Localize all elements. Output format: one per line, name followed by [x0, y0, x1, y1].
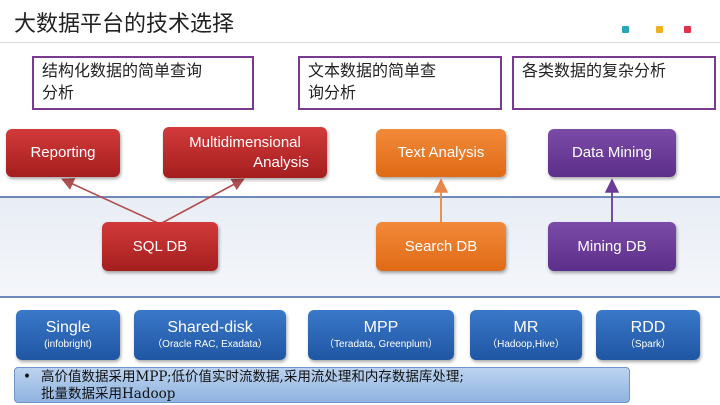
platform-shared-disk-detail: （Oracle RAC, Exadata） [152, 339, 268, 350]
summary-note-line2: 批量数据采用Hadoop [23, 386, 623, 403]
platform-mr-name: MR [513, 319, 539, 336]
summary-note: • 高价值数据采用MPP;低价值实时流数据,采用流处理和内存数据库处理; 批量数据… [14, 367, 630, 403]
node-multidimensional-line2: Analysis [253, 153, 309, 171]
platform-mr: MR （Hadoop,Hive） [470, 310, 582, 360]
node-search-db: Search DB [376, 222, 506, 271]
platform-rdd-detail: （Spark） [624, 339, 672, 350]
summary-note-text1: 高价值数据采用MPP;低价值实时流数据,采用流处理和内存数据库处理; [41, 369, 464, 385]
platform-mpp: MPP （Teradata, Greenplum） [308, 310, 454, 360]
band-top-line [0, 196, 720, 198]
node-text-analysis: Text Analysis [376, 129, 506, 177]
bullet-icon: • [23, 369, 31, 385]
category-structured-line1: 结构化数据的简单查询 [42, 61, 203, 80]
category-complex-line1: 各类数据的复杂分析 [522, 61, 667, 80]
accent-dot-yellow [656, 26, 663, 33]
platform-rdd-name: RDD [630, 319, 666, 336]
accent-dot-teal [622, 26, 629, 33]
category-complex: 各类数据的复杂分析 [512, 56, 716, 110]
slide-title: 大数据平台的技术选择 [14, 12, 235, 37]
category-structured: 结构化数据的简单查询 分析 [32, 56, 254, 110]
platform-single-name: Single [45, 319, 91, 336]
accent-dot-red [684, 26, 691, 33]
platform-mpp-detail: （Teradata, Greenplum） [324, 339, 438, 350]
platform-mpp-name: MPP [363, 319, 399, 336]
band-bottom-line [0, 296, 720, 298]
category-text-line2: 询分析 [308, 83, 357, 102]
title-divider [0, 42, 720, 43]
node-data-mining: Data Mining [548, 129, 676, 177]
node-multidimensional-analysis: Multidimensional Analysis [163, 127, 327, 178]
category-structured-line2: 分析 [42, 83, 75, 102]
category-text: 文本数据的简单查 询分析 [298, 56, 502, 110]
platform-rdd: RDD （Spark） [596, 310, 700, 360]
summary-note-line1: • 高价值数据采用MPP;低价值实时流数据,采用流处理和内存数据库处理; [23, 369, 623, 386]
node-sql-db: SQL DB [102, 222, 218, 271]
platform-single: Single (infobright) [16, 310, 120, 360]
node-mining-db: Mining DB [548, 222, 676, 271]
platform-mr-detail: （Hadoop,Hive） [487, 339, 565, 350]
platform-shared-disk: Shared-disk （Oracle RAC, Exadata） [134, 310, 286, 360]
platform-shared-disk-name: Shared-disk [167, 319, 253, 336]
platform-single-detail: (infobright) [44, 339, 92, 350]
node-multidimensional-line1: Multidimensional [189, 133, 301, 151]
node-reporting: Reporting [6, 129, 120, 177]
summary-note-text2: 批量数据采用Hadoop [41, 386, 176, 402]
category-text-line1: 文本数据的简单查 [308, 61, 437, 80]
